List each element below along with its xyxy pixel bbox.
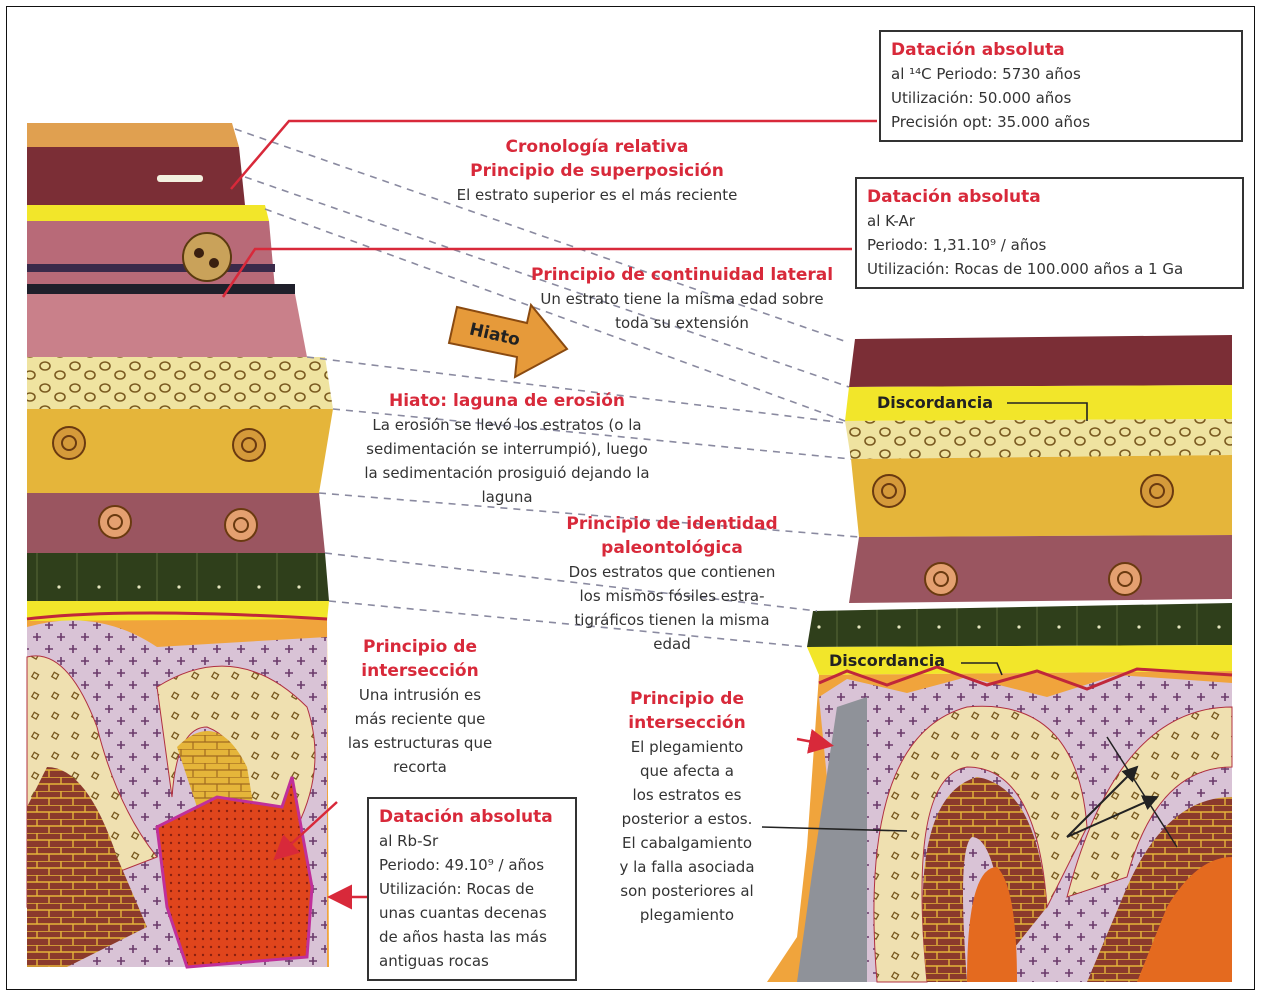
rbsr-dating-line: Utilización: Rocas de	[379, 877, 565, 901]
identidad-text: tigráficos tienen la misma	[542, 608, 802, 632]
hiato-title: Hiato: laguna de erosión	[337, 389, 677, 413]
interseccion-right-text: posterior a estos.	[597, 807, 777, 831]
ammonite-fossil-icon	[99, 506, 131, 538]
rbsr-dating-line: al Rb-Sr	[379, 829, 565, 853]
ammonite-fossil-icon	[53, 427, 85, 459]
interseccion-right-title: intersección	[597, 711, 777, 735]
interseccion-left-title: intersección	[325, 659, 515, 683]
discordancia-label: Discordancia	[829, 651, 945, 670]
hiato-text: La erosión se llevó los estratos (o la	[337, 413, 677, 437]
identidad-text: edad	[542, 632, 802, 656]
kar-dating-line: Utilización: Rocas de 100.000 años a 1 G…	[867, 257, 1232, 281]
interseccion-right-label: Principio de intersección El plegamiento…	[597, 687, 777, 927]
identidad-label: Principio de identidad paleontológica Do…	[542, 512, 802, 656]
rbsr-dating-line: unas cuantas decenas	[379, 901, 565, 925]
bone-fossil-icon	[157, 175, 203, 182]
continuidad-text: Un estrato tiene la misma edad sobre	[512, 287, 852, 311]
hiato-text: laguna	[337, 485, 677, 509]
ammonite-fossil-icon	[873, 475, 905, 507]
kar-dating-line: Periodo: 1,31.10⁹ / años	[867, 233, 1232, 257]
ammonite-fossil-icon	[225, 509, 257, 541]
rbsr-dating-box: Datación absoluta al Rb-Sr Periodo: 49.1…	[367, 797, 577, 981]
interseccion-right-title: Principio de	[597, 687, 777, 711]
interseccion-right-text: El plegamiento	[597, 735, 777, 759]
kar-dating-box: Datación absoluta al K-Ar Periodo: 1,31.…	[855, 177, 1244, 289]
superposicion-title: Principio de superposición	[432, 159, 762, 183]
interseccion-left-text: recorta	[325, 755, 515, 779]
ammonite-fossil-icon	[233, 429, 265, 461]
interseccion-right-text: que afecta a	[597, 759, 777, 783]
continuidad-title: Principio de continuidad lateral	[512, 263, 852, 287]
discordancia-label: Discordancia	[877, 393, 993, 412]
hiato-label: Hiato: laguna de erosión La erosión se l…	[337, 389, 677, 509]
interseccion-left-text: las estructuras que	[325, 731, 515, 755]
rbsr-dating-title: Datación absoluta	[379, 805, 565, 829]
c14-dating-title: Datación absoluta	[891, 38, 1231, 62]
rbsr-dating-line: antiguas rocas	[379, 949, 565, 973]
interseccion-right-text: El cabalgamiento	[597, 831, 777, 855]
kar-dating-title: Datación absoluta	[867, 185, 1232, 209]
interseccion-left-text: Una intrusión es	[325, 683, 515, 707]
identidad-title: Principio de identidad	[542, 512, 802, 536]
fossil-skull-icon	[183, 233, 231, 281]
c14-dating-box: Datación absoluta al ¹⁴C Periodo: 5730 a…	[879, 30, 1243, 142]
superposicion-label: Cronología relativa Principio de superpo…	[432, 135, 762, 207]
interseccion-left-text: más reciente que	[325, 707, 515, 731]
ammonite-fossil-icon	[1141, 475, 1173, 507]
identidad-text: Dos estratos que contienen	[542, 560, 802, 584]
identidad-title: paleontológica	[542, 536, 802, 560]
rbsr-dating-line: de años hasta las más	[379, 925, 565, 949]
continuidad-label: Principio de continuidad lateral Un estr…	[512, 263, 852, 335]
superposicion-text: El estrato superior es el más reciente	[432, 183, 762, 207]
interseccion-right-text: los estratos es	[597, 783, 777, 807]
c14-dating-line: al ¹⁴C Periodo: 5730 años	[891, 62, 1231, 86]
rbsr-dating-line: Periodo: 49.10⁹ / años	[379, 853, 565, 877]
interseccion-left-title: Principio de	[325, 635, 515, 659]
hiato-text: sedimentación se interrumpió), luego	[337, 437, 677, 461]
interseccion-right-text: y la falla asociada	[597, 855, 777, 879]
diagram-frame: Datación absoluta al ¹⁴C Periodo: 5730 a…	[6, 6, 1255, 990]
interseccion-left-label: Principio de intersección Una intrusión …	[325, 635, 515, 779]
identidad-text: los mismos fósiles estra-	[542, 584, 802, 608]
c14-dating-line: Utilización: 50.000 años	[891, 86, 1231, 110]
superposicion-title: Cronología relativa	[432, 135, 762, 159]
interseccion-right-text: son posteriores al	[597, 879, 777, 903]
hiato-text: la sedimentación prosiguió dejando la	[337, 461, 677, 485]
c14-dating-line: Precisión opt: 35.000 años	[891, 110, 1231, 134]
ammonite-fossil-icon	[925, 563, 957, 595]
ammonite-fossil-icon	[1109, 563, 1141, 595]
continuidad-text: toda su extensión	[512, 311, 852, 335]
interseccion-right-text: plegamiento	[597, 903, 777, 927]
kar-dating-line: al K-Ar	[867, 209, 1232, 233]
